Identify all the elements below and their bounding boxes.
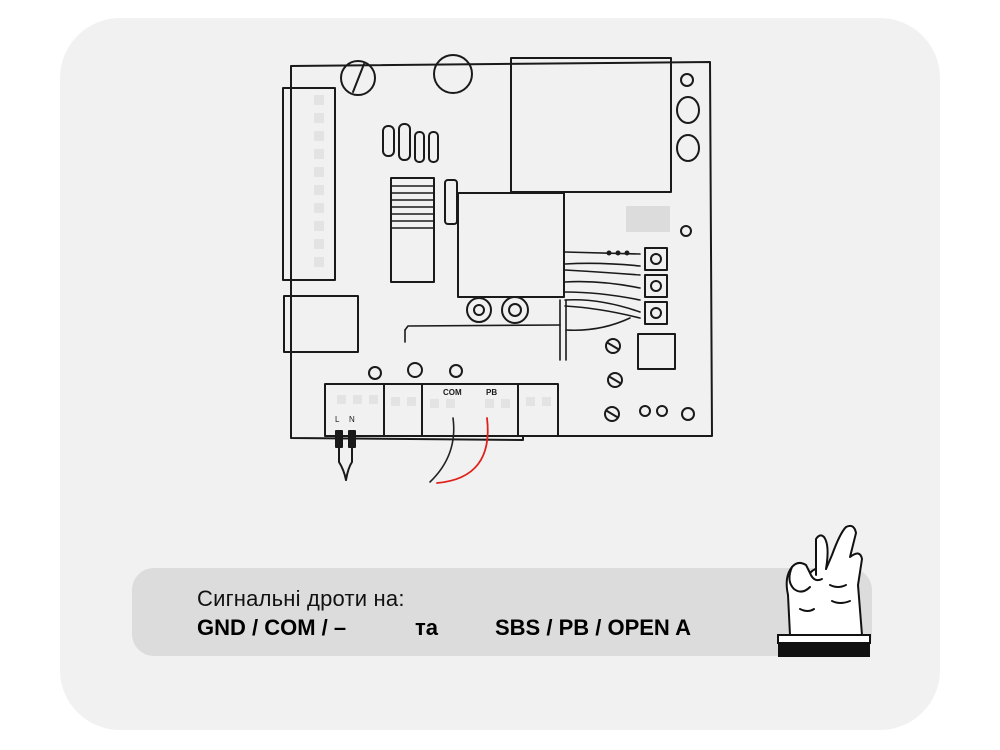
terminal-label-n: N bbox=[349, 415, 355, 424]
terminal-label-l: L bbox=[335, 415, 340, 424]
terminal-label-pb: PB bbox=[486, 388, 497, 397]
left-lower-block bbox=[283, 295, 359, 353]
fingers-crossed-hand-icon bbox=[777, 524, 871, 657]
potentiometer bbox=[340, 60, 376, 96]
caption-conjunction: та bbox=[415, 615, 439, 640]
buzzer bbox=[433, 54, 473, 94]
caption-left-terminals: GND / COM / – bbox=[197, 615, 347, 640]
signal-wire-pb bbox=[436, 417, 489, 484]
signal-wire-com bbox=[429, 417, 455, 483]
terminal-strip bbox=[324, 383, 559, 437]
transformer bbox=[510, 57, 672, 193]
heatsink bbox=[390, 177, 435, 283]
relay bbox=[457, 192, 565, 298]
left-connector bbox=[282, 87, 336, 281]
caption-right-terminals: SBS / PB / OPEN A bbox=[495, 615, 692, 640]
caption-title: Сигнальні дроти на: bbox=[197, 586, 405, 611]
terminal-label-com: COM bbox=[443, 388, 462, 397]
control-board-diagram: L N COM PB bbox=[282, 54, 713, 484]
caption-bar bbox=[132, 568, 872, 656]
